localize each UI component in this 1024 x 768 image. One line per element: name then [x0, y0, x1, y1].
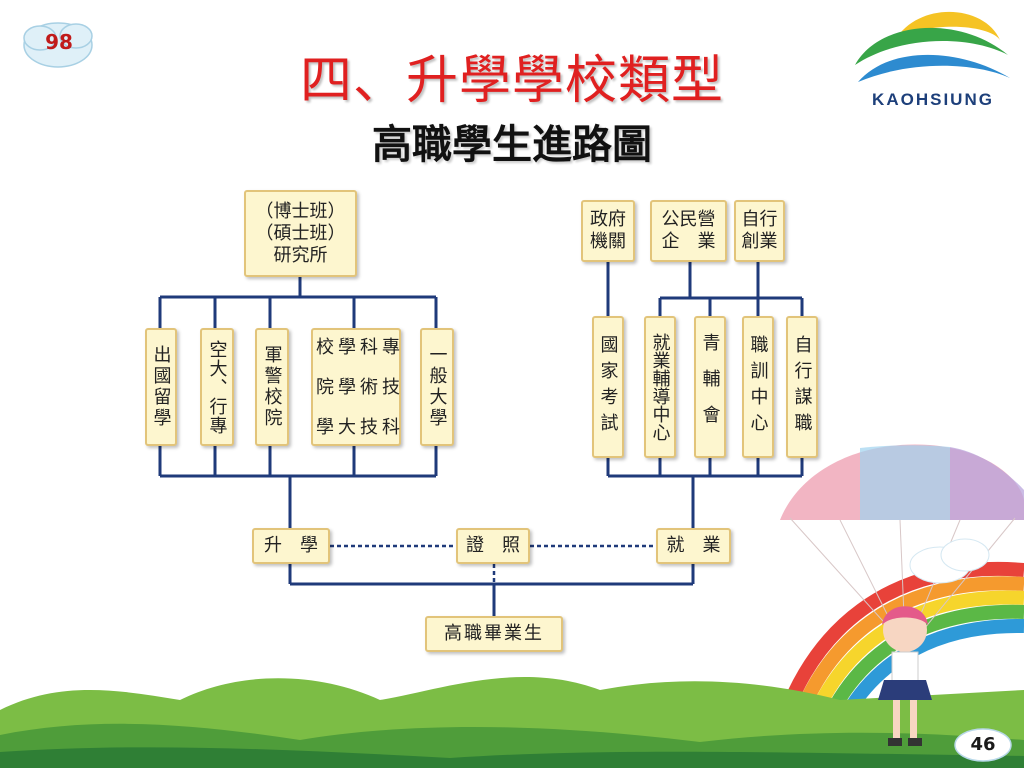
vocational-training-label: 職訓中心	[747, 335, 769, 439]
page-title: 四、升學學校類型	[299, 51, 724, 111]
cloud-illustration	[909, 538, 990, 584]
general-university-label: 一般大學	[426, 345, 448, 429]
youth-counsel-box: 青輔會	[694, 316, 726, 458]
page-number-cloud	[954, 728, 1012, 762]
gov-agency-line2: 機關	[590, 231, 626, 252]
kaohsiung-logo-icon	[855, 11, 1010, 82]
license-box: 證 照	[456, 528, 530, 564]
parachute-illustration	[780, 444, 1024, 641]
open-univ-box: 空大、行專	[200, 328, 234, 446]
vocational-graduate-box: 高職畢業生	[425, 616, 563, 652]
employment-center-label: 就業輔導中心	[649, 333, 671, 441]
gov-agency-line1: 政府	[590, 209, 626, 230]
government-agency-box: 政府 機關	[581, 200, 635, 262]
institute-of-technology-label: 技術學院	[313, 376, 400, 398]
doctoral-label: （博士班）	[255, 200, 346, 222]
startup-line2: 創業	[741, 231, 778, 252]
diagram-subtitle: 高職學生進路圖	[372, 122, 652, 168]
employment-center-box: 就業輔導中心	[644, 316, 676, 458]
logo-text: KAOHSIUNG	[872, 90, 994, 109]
national-exam-label: 國家考試	[597, 335, 619, 439]
badge-cloud	[23, 22, 93, 68]
license-label: 證 照	[466, 535, 520, 556]
public-private-enterprise-box: 公民營 企 業	[650, 200, 727, 262]
graduate-institute-label: 研究所	[273, 244, 328, 266]
military-school-label: 軍警校院	[261, 345, 283, 429]
startup-line1: 自行	[741, 209, 778, 230]
self-job-search-label: 自行謀職	[791, 335, 813, 439]
military-school-box: 軍警校院	[255, 328, 289, 446]
general-university-box: 一般大學	[420, 328, 454, 446]
further-study-box: 升 學	[252, 528, 330, 564]
self-startup-box: 自行 創業	[734, 200, 785, 262]
masters-label: （碩士班）	[255, 222, 346, 244]
open-univ-label: 空大、行專	[206, 339, 228, 435]
vocational-graduate-label: 高職畢業生	[444, 623, 544, 644]
university-of-technology-label: 科技大學	[313, 416, 400, 438]
youth-counsel-label: 青輔會	[699, 333, 721, 441]
girl-illustration	[878, 606, 932, 746]
enterprise-line1: 公民營	[661, 209, 716, 230]
slide-badge: 98	[45, 30, 73, 54]
overseas-study-box: 出國留學	[145, 328, 177, 446]
tech-colleges-box: 專科學校 技術學院 科技大學	[311, 328, 401, 446]
employment-box: 就 業	[656, 528, 731, 564]
page-number: 46	[970, 734, 996, 755]
employment-label: 就 業	[666, 535, 721, 556]
national-exam-box: 國家考試	[592, 316, 624, 458]
further-study-label: 升 學	[264, 535, 318, 556]
graduate-school-box: （博士班） （碩士班） 研究所	[244, 190, 357, 277]
junior-college-label: 專科學校	[313, 336, 400, 358]
enterprise-line2: 企 業	[661, 231, 716, 252]
self-job-search-box: 自行謀職	[786, 316, 818, 458]
vocational-training-box: 職訓中心	[742, 316, 774, 458]
overseas-study-label: 出國留學	[150, 345, 172, 429]
